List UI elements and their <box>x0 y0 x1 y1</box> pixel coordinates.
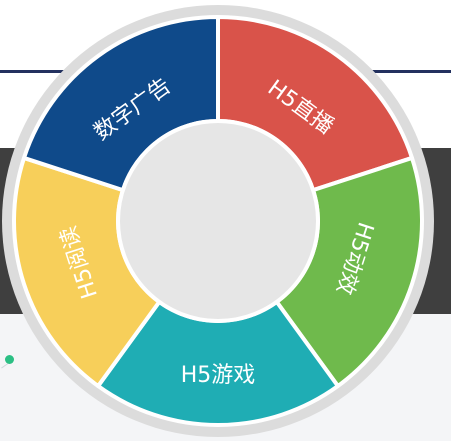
segment-label-h5-game: H5游戏 <box>181 363 256 388</box>
green-dot-marker <box>5 355 14 364</box>
center-disc <box>116 119 320 323</box>
